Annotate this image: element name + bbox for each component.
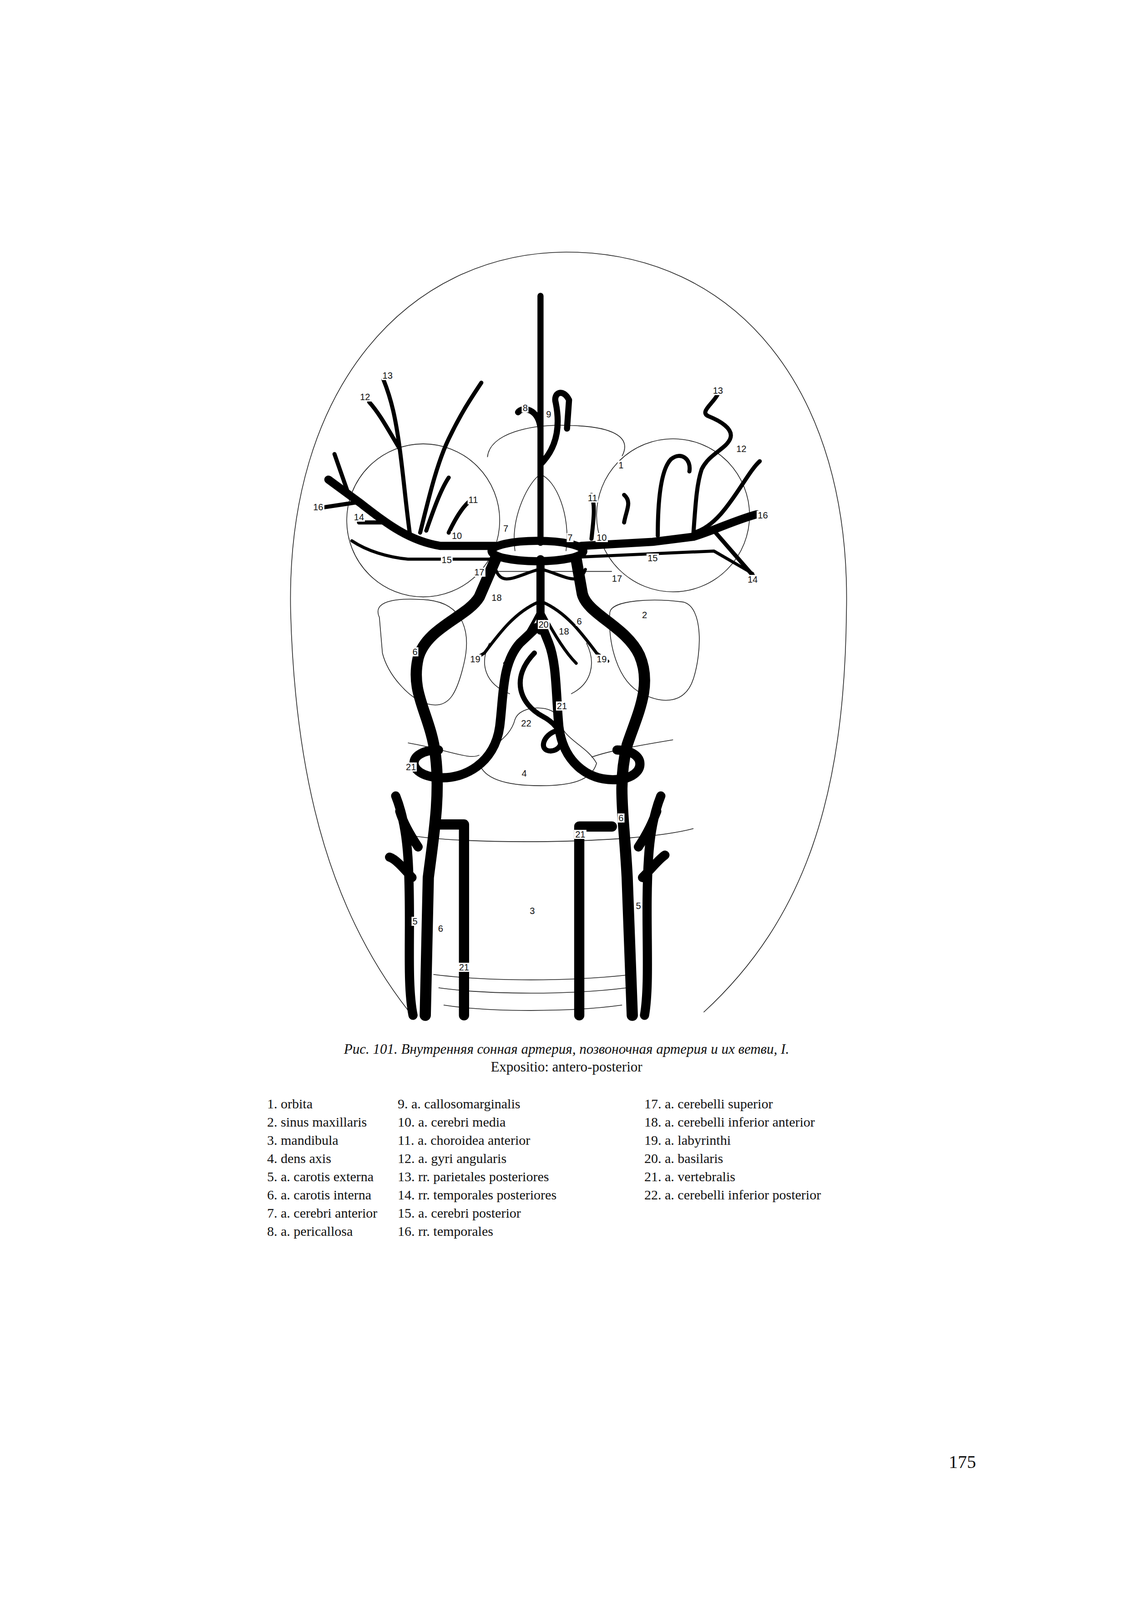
legend-entry: 12. a. gyri angularis — [397, 1148, 635, 1168]
middle-cerebral — [328, 479, 496, 547]
legend-entry: 8. a. pericallosa — [267, 1221, 390, 1240]
legend-entry: 2. sinus maxillaris — [267, 1112, 390, 1131]
vertebral-artery — [579, 826, 613, 1016]
callout-number: 21 — [404, 762, 417, 772]
legend-entry: 1. orbita — [267, 1094, 390, 1113]
callout-number: 6 — [437, 923, 445, 933]
callout-number: 16 — [756, 510, 769, 520]
anterior-cerebral — [518, 295, 570, 543]
callout-number: 11 — [467, 495, 480, 505]
cerebellar-branch — [470, 569, 608, 663]
callout-number: 16 — [312, 502, 324, 512]
callout-number: 21 — [556, 701, 568, 711]
page-number: 175 — [948, 1450, 977, 1472]
vertebral-artery — [436, 824, 465, 1015]
legend-column: 17. a. cerebelli superior18. a. cerebell… — [644, 1094, 845, 1204]
callout-number: 19 — [595, 654, 608, 664]
legend-entry: 11. a. choroidea anterior — [397, 1130, 635, 1149]
vertebral-loop — [542, 627, 640, 780]
legend-entry: 13. rr. parietales posteriores — [397, 1167, 635, 1186]
callout-number: 5 — [411, 916, 419, 926]
legend-entry: 6. a. carotis interna — [267, 1185, 390, 1204]
external-carotid — [638, 795, 665, 1016]
figure-caption: Рис. 101. Внутренняя сонная артерия, поз… — [0, 1040, 1133, 1058]
sinus-outline — [609, 599, 700, 700]
legend-entry: 19. a. labyrinthi — [644, 1130, 845, 1149]
callout-number: 21 — [458, 962, 471, 972]
callout-number: 2 — [641, 610, 648, 620]
middle-cerebral — [581, 514, 757, 546]
legend-entry: 4. dens axis — [267, 1148, 390, 1168]
callout-number: 5 — [634, 900, 642, 911]
orbit — [596, 438, 750, 592]
callout-number: 7 — [502, 523, 510, 533]
callout-number: 10 — [450, 531, 463, 541]
legend-entry: 20. a. basilaris — [644, 1148, 845, 1168]
legend-entry: 18. a. cerebelli inferior anterior — [644, 1112, 845, 1131]
legend-entry: 9. a. callosomarginalis — [397, 1094, 635, 1113]
callout-number: 15 — [440, 555, 453, 565]
legend-column: 1. orbita2. sinus maxillaris3. mandibula… — [267, 1094, 390, 1240]
callout-number: 22 — [520, 718, 532, 728]
internal-carotid — [576, 558, 645, 1015]
pica-loop — [520, 652, 562, 751]
callout-number: 13 — [712, 385, 724, 395]
callout-number: 17 — [611, 573, 623, 583]
callout-number: 6 — [617, 813, 625, 823]
legend-entry: 10. a. cerebri media — [397, 1112, 635, 1131]
legend-entry: 3. mandibula — [267, 1130, 390, 1149]
callout-number: 12 — [735, 444, 748, 454]
callout-number: 8 — [521, 403, 529, 413]
legend-entry: 5. a. carotis externa — [267, 1167, 390, 1186]
callout-number: 3 — [528, 905, 536, 916]
legend-entry: 7. a. cerebri anterior — [267, 1203, 390, 1222]
callout-number: 12 — [359, 392, 371, 402]
legend-entry: 16. rr. temporales — [397, 1221, 635, 1240]
internal-carotid — [416, 558, 496, 1015]
callout-number: 18 — [490, 592, 503, 602]
legend-entry: 15. a. cerebri posterior — [397, 1203, 635, 1222]
legend-entry: 14. rr. temporales posteriores — [397, 1185, 635, 1204]
callout-number: 10 — [595, 532, 608, 542]
legend-entry: 22. a. cerebelli inferior posterior — [644, 1185, 845, 1204]
callout-number: 14 — [353, 512, 365, 522]
legend-entry: 21. a. vertebralis — [644, 1167, 845, 1186]
cortical-branch — [318, 379, 482, 535]
skull-outline — [290, 252, 847, 1012]
callout-number: 15 — [646, 553, 659, 563]
callout-number: 6 — [575, 616, 583, 626]
vertebral-loop — [414, 627, 537, 778]
callout-number: 7 — [566, 532, 574, 542]
legend-column: 9. a. callosomarginalis10. a. cerebri me… — [397, 1094, 635, 1240]
callout-number: 9 — [545, 409, 552, 419]
view-label: Expositio: antero-posterior — [0, 1058, 1133, 1075]
callout-number: 21 — [574, 829, 587, 839]
posterior-cerebral — [351, 540, 753, 574]
callout-number: 1 — [617, 460, 625, 470]
callout-number: 13 — [381, 370, 394, 380]
circle-of-willis — [491, 540, 584, 562]
callout-number: 4 — [520, 768, 528, 778]
callout-number: 18 — [557, 626, 570, 636]
callout-number: 14 — [746, 574, 759, 584]
external-carotid — [389, 795, 419, 1016]
callout-number: 19 — [469, 654, 481, 664]
cortical-branch — [591, 393, 760, 578]
callout-number: 6 — [411, 647, 419, 657]
legend-entry: 17. a. cerebelli superior — [644, 1094, 845, 1113]
callout-number: 20 — [537, 619, 550, 629]
callout-number: 17 — [473, 567, 486, 577]
callout-number: 11 — [586, 493, 599, 503]
